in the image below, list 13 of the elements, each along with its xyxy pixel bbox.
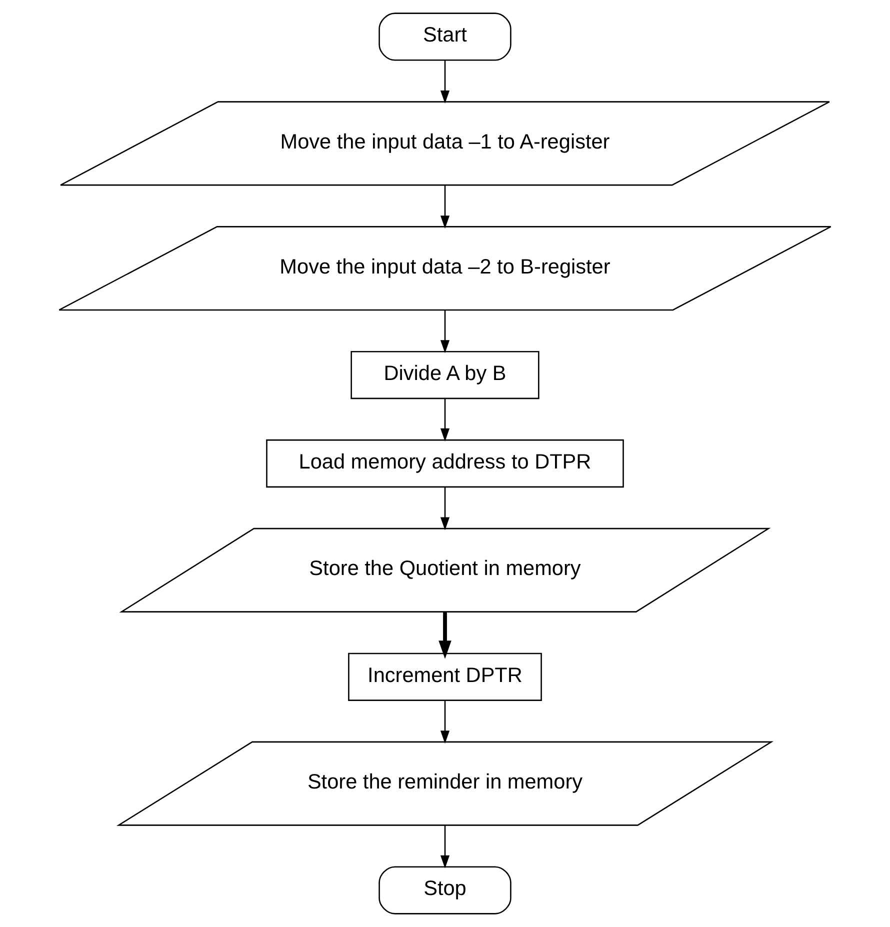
arrow	[440, 398, 450, 442]
node-box: Load memory address to DTPR	[266, 439, 624, 488]
node-box: Start	[378, 12, 512, 61]
node-box: Increment DPTR	[348, 652, 542, 701]
arrow	[440, 487, 450, 530]
node-box: Stop	[378, 866, 512, 914]
arrow	[438, 612, 452, 659]
arrow	[440, 700, 450, 744]
arrow	[440, 60, 450, 104]
arrow	[440, 185, 450, 229]
node-box: Divide A by B	[350, 350, 540, 400]
arrow	[440, 310, 450, 354]
arrow	[440, 825, 450, 868]
